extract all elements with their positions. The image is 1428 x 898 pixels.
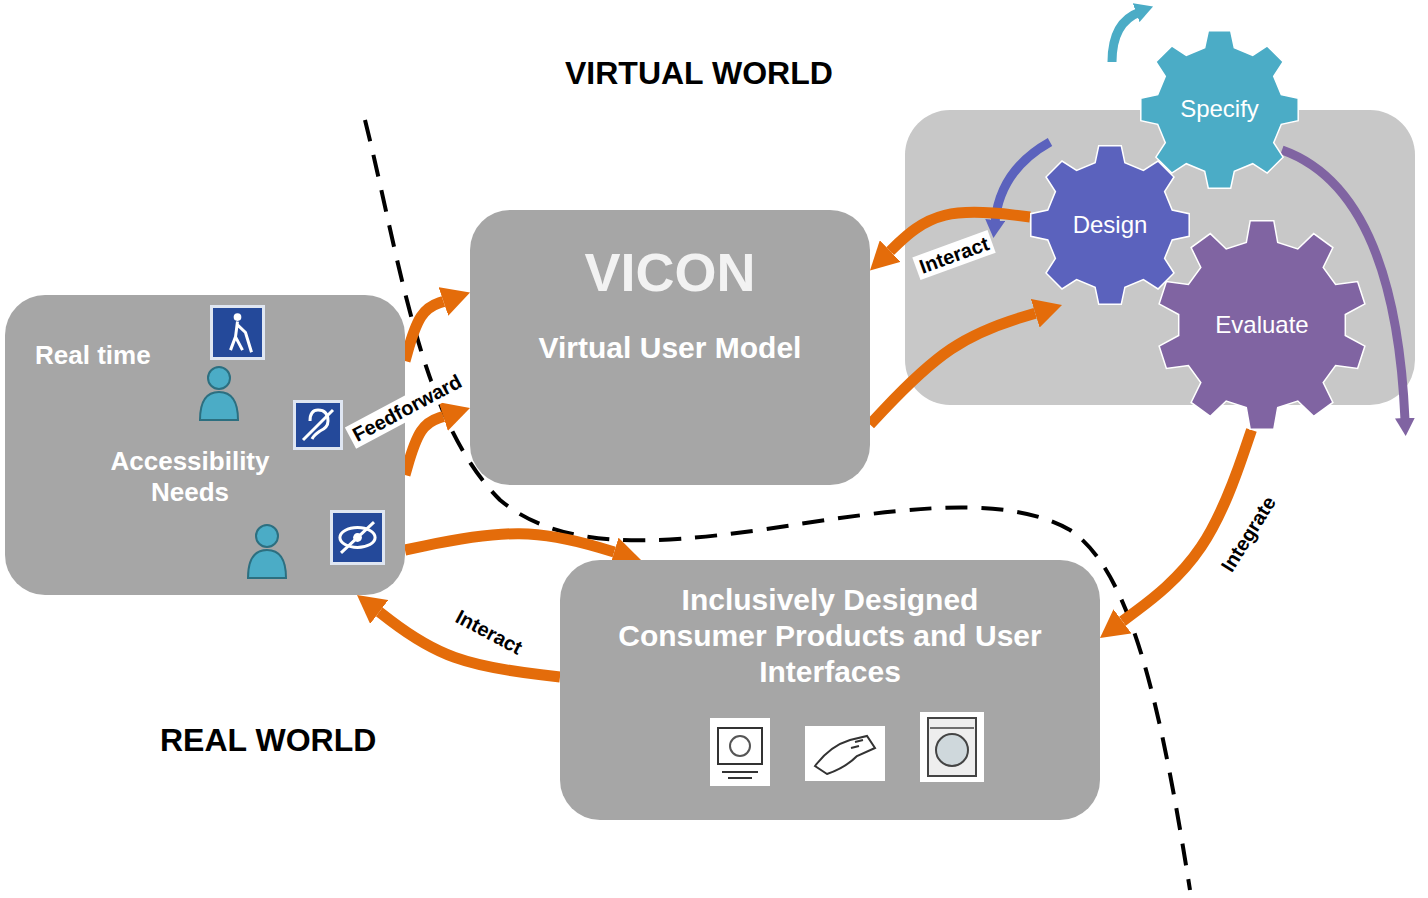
region-label: VIRTUAL WORLD [565, 55, 833, 92]
eye-icon [330, 510, 385, 565]
gear-outline [1031, 146, 1189, 304]
world-boundary [365, 120, 1190, 890]
node-subtitle: Accessibility Needs [90, 446, 290, 508]
evaluate-gear: Evaluate [1157, 220, 1367, 430]
person-icon [248, 525, 286, 578]
orange-arrow [405, 417, 443, 475]
gear-outline [1159, 221, 1365, 430]
orange-arrow [870, 313, 1035, 424]
virtual-user-model-box: VICON Virtual User Model [470, 210, 870, 485]
box-outline [470, 210, 870, 485]
cycle-arrow [1108, 12, 1138, 60]
node-title: Evaluate [1215, 311, 1308, 340]
node-title: Specify [1180, 95, 1259, 124]
node-title: Inclusively Designed Consumer Products a… [610, 582, 1050, 690]
specify-gear: Specify [1140, 30, 1299, 189]
box-outline [560, 560, 1100, 820]
washing-machine-picture [920, 712, 984, 782]
phone-picture [805, 726, 885, 781]
node-title: VICON [584, 240, 755, 305]
node-title: Real time [35, 340, 151, 371]
gear-outline [1141, 31, 1298, 188]
user-panel: Real timeAccessibility Needs [5, 295, 405, 595]
node-title: Design [1073, 211, 1148, 240]
blind-icon [210, 305, 265, 360]
tv-picture [710, 718, 770, 786]
products-box: Inclusively Designed Consumer Products a… [560, 560, 1100, 820]
region-label: REAL WORLD [160, 722, 376, 759]
deaf-icon [293, 400, 343, 450]
product-pictures [710, 712, 984, 786]
box-outline [5, 295, 405, 595]
edge-label: Interact [448, 603, 530, 662]
node-subtitle: Virtual User Model [539, 330, 802, 366]
orange-arrow [405, 534, 614, 552]
person-icon [200, 367, 238, 420]
orange-arrow [405, 301, 443, 361]
orange-arrow [1122, 430, 1251, 621]
cycle-arrow [1112, 12, 1140, 62]
